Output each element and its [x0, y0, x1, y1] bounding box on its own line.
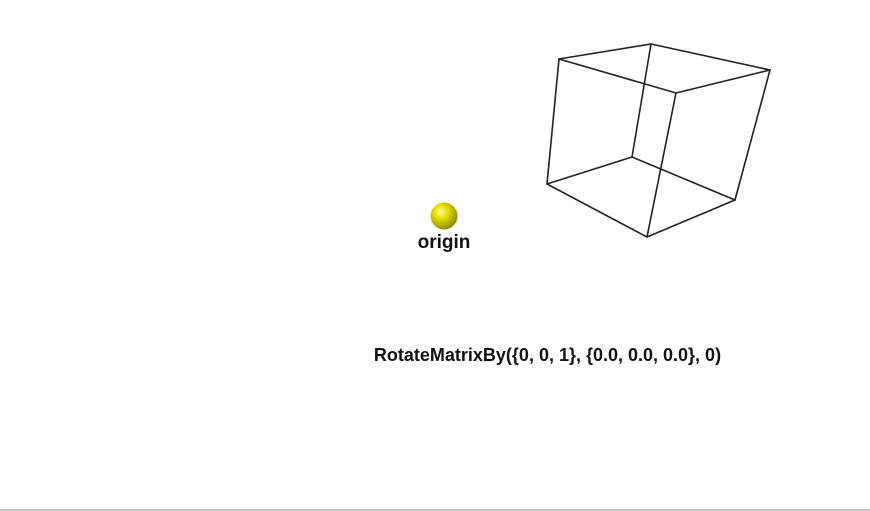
cube-edge	[546, 183, 648, 238]
cube-edge	[546, 58, 560, 185]
cube-edge	[558, 58, 677, 94]
origin-sphere	[430, 202, 458, 230]
cube-edge	[646, 199, 736, 238]
origin-label: origin	[417, 232, 471, 253]
rotation-caption: RotateMatrixBy({0, 0, 1}, {0.0, 0.0, 0.0…	[373, 345, 722, 365]
bottom-divider	[0, 509, 870, 511]
wireframe-cube	[546, 43, 771, 238]
cube-edge	[631, 156, 736, 201]
cube-edge	[631, 43, 652, 158]
cube-edge	[650, 43, 771, 71]
cube-edge	[734, 69, 771, 201]
cube-edge	[558, 43, 652, 60]
cube-edge	[675, 69, 771, 94]
cube-edge	[546, 156, 633, 185]
cube-edge	[646, 92, 677, 238]
